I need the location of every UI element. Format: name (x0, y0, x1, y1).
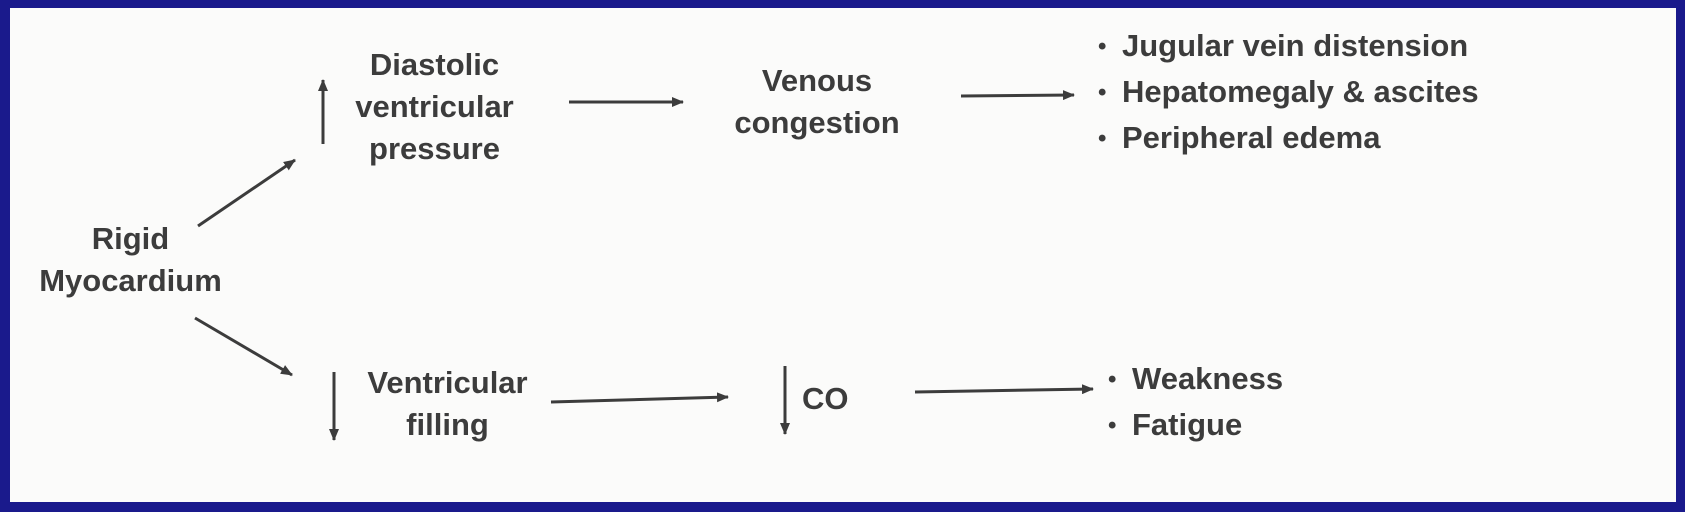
list-item: Peripheral edema (1098, 115, 1479, 161)
venous-line-1: Venous (761, 63, 873, 98)
arrow-rigid-to-filling (194, 316, 293, 377)
node-rigid-myocardium: Rigid Myocardium (18, 218, 243, 302)
diastolic-line-1: Diastolic (369, 47, 500, 82)
list-item: Weakness (1108, 356, 1283, 402)
arrow-rigid-to-pressure (197, 158, 296, 228)
arrow-layer (194, 79, 1094, 441)
diastolic-line-2: ventricular (355, 89, 514, 124)
venous-line-2: congestion (734, 105, 900, 140)
list-item: Jugular vein distension (1098, 23, 1479, 69)
node-diastolic-pressure: Diastolic ventricular pressure (337, 44, 532, 170)
list-item: Fatigue (1108, 402, 1283, 448)
arrow-congestion-to-signs (960, 90, 1075, 101)
node-venous-congestion: Venous congestion (707, 60, 927, 144)
node-ventricular-filling: Ventricular filling (355, 362, 540, 446)
low-output-signs-list: Weakness Fatigue (1108, 356, 1283, 448)
filling-line-1: Ventricular (367, 365, 528, 400)
list-item: Hepatomegaly & ascites (1098, 69, 1479, 115)
rigid-line-2: Myocardium (39, 263, 222, 298)
arrow-filling-to-co (550, 392, 729, 404)
diagram-panel: Rigid Myocardium Diastolic ventricular p… (10, 8, 1676, 502)
congestion-signs-list: Jugular vein distension Hepatomegaly & a… (1098, 23, 1479, 161)
rigid-line-1: Rigid (91, 221, 170, 256)
arrow-co-to-symptoms (914, 384, 1094, 395)
node-cardiac-output: CO (802, 381, 849, 416)
diastolic-line-3: pressure (369, 131, 500, 166)
filling-line-2: filling (406, 407, 489, 442)
